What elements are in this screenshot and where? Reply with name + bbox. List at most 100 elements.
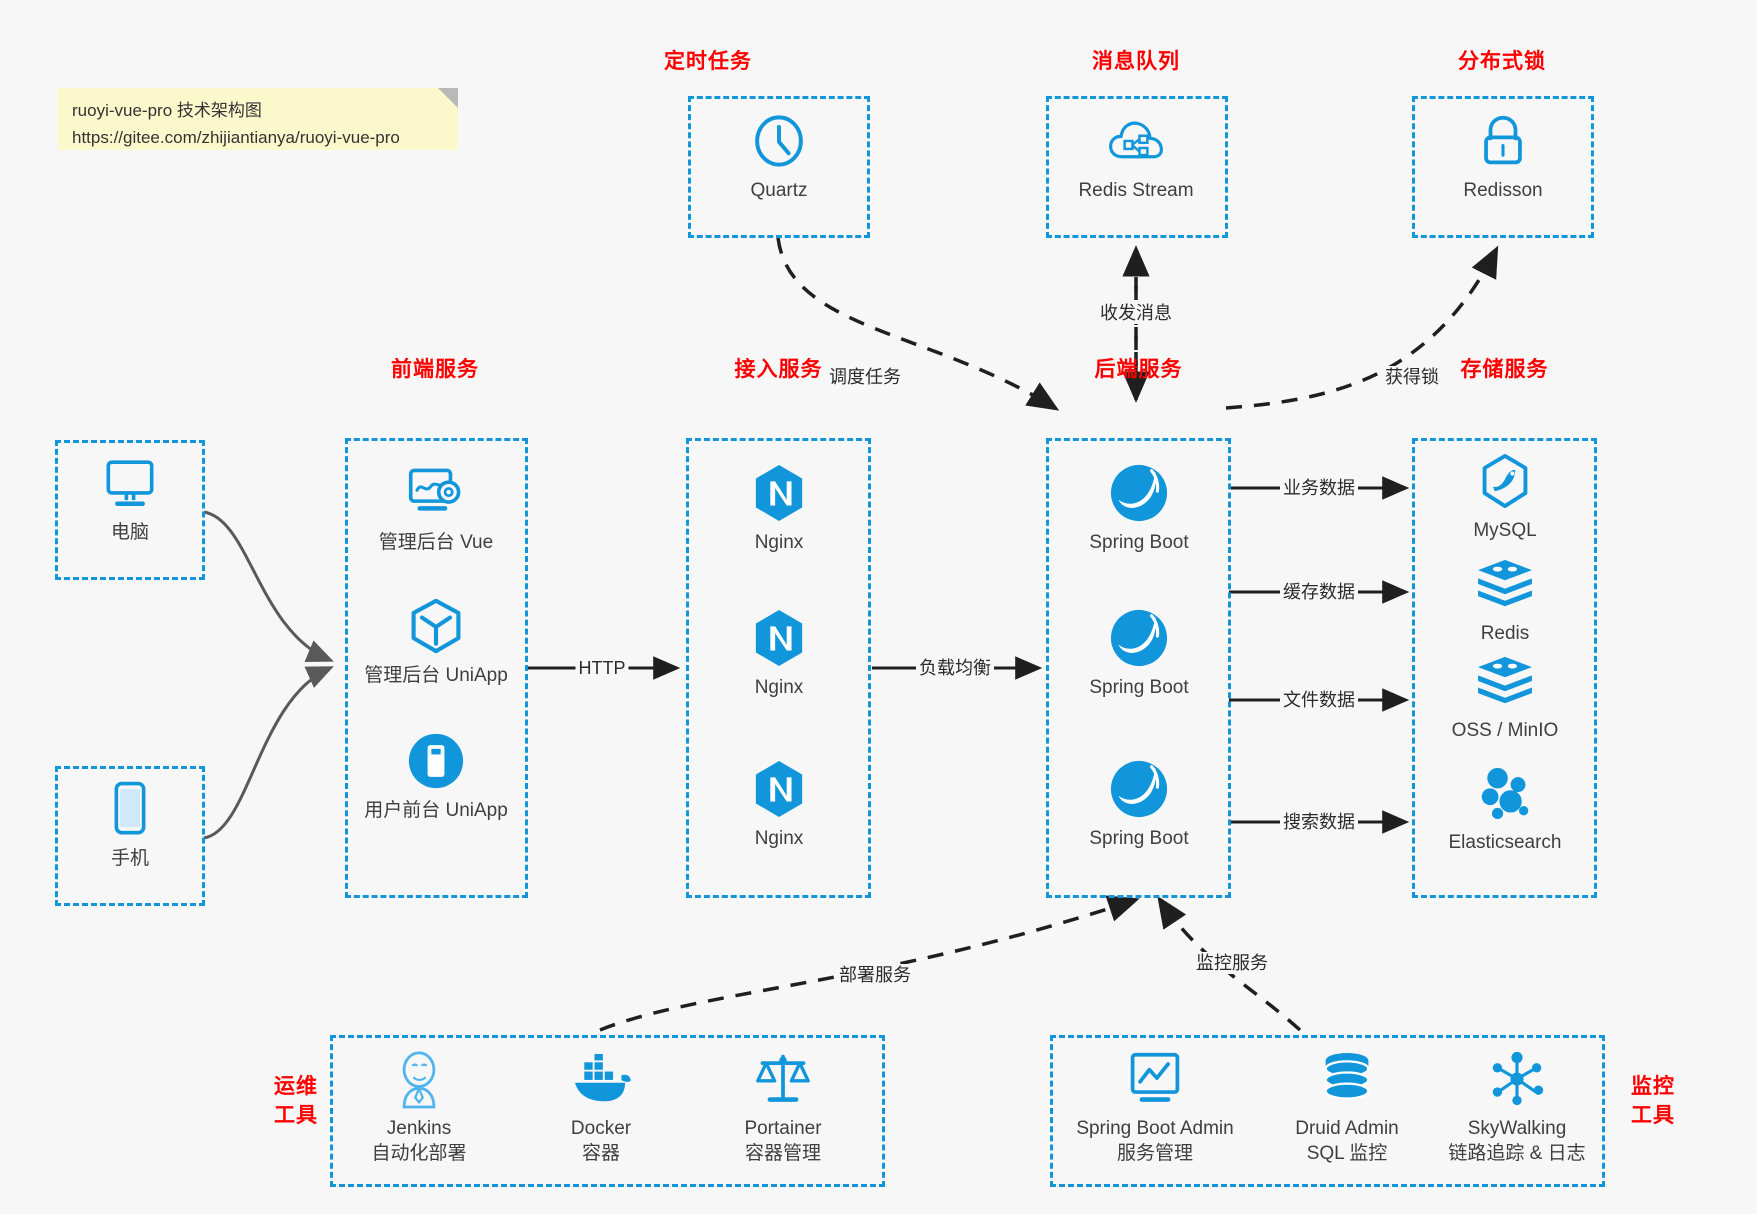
node-label-quartz: Quartz bbox=[750, 180, 808, 201]
redis-icon bbox=[1420, 553, 1590, 615]
node-redisson[interactable]: Redisson bbox=[1418, 110, 1588, 203]
cloud-stream-icon bbox=[1051, 110, 1221, 172]
nginx-icon bbox=[694, 462, 864, 524]
group-title-devops-line1: 运维 bbox=[274, 1075, 318, 1098]
cube-icon bbox=[351, 595, 521, 657]
group-box-monitor bbox=[1050, 1035, 1605, 1187]
node-label-nginx-2: Nginx bbox=[754, 677, 804, 698]
edge-label-business-data: 业务数据 bbox=[1280, 477, 1358, 499]
node-nginx-2[interactable]: Nginx bbox=[694, 607, 864, 700]
node-label-mysql: MySQL bbox=[1473, 520, 1537, 541]
group-box-computer bbox=[55, 440, 205, 580]
group-box-phone bbox=[55, 766, 205, 906]
node-quartz[interactable]: Quartz bbox=[694, 110, 864, 203]
edge-label-file-data: 文件数据 bbox=[1280, 689, 1358, 711]
edge-label-send-receive-msg: 收发消息 bbox=[1097, 302, 1175, 324]
node-label-redis: Redis bbox=[1480, 623, 1530, 644]
edge-label-schedule-task: 调度任务 bbox=[826, 366, 904, 388]
node-sublabel-jenkins: 自动化部署 bbox=[371, 1143, 467, 1164]
edge-label-deploy-service: 部署服务 bbox=[836, 964, 914, 986]
node-admin-uniapp[interactable]: 管理后台 UniApp bbox=[351, 595, 521, 688]
node-label-portainer: Portainer bbox=[744, 1118, 822, 1139]
node-redis[interactable]: Redis bbox=[1420, 553, 1590, 646]
group-title-mq: 消息队列 bbox=[1092, 50, 1180, 73]
note-box: ruoyi-vue-pro 技术架构图 https://gitee.com/zh… bbox=[58, 88, 458, 150]
group-box-storage bbox=[1412, 438, 1597, 898]
note-fold-icon bbox=[438, 88, 458, 108]
node-springboot-3[interactable]: Spring Boot bbox=[1054, 758, 1224, 851]
group-title-scheduler: 定时任务 bbox=[664, 50, 752, 73]
node-nginx-1[interactable]: Nginx bbox=[694, 462, 864, 555]
group-title-devops: 运维 工具 bbox=[258, 1072, 334, 1130]
edge-label-cache-data: 缓存数据 bbox=[1280, 581, 1358, 603]
monitor-chart-icon bbox=[1070, 1048, 1240, 1110]
group-box-lock bbox=[1412, 96, 1594, 238]
node-label-redis-stream: Redis Stream bbox=[1078, 180, 1194, 201]
group-title-monitor: 监控 工具 bbox=[1615, 1072, 1691, 1130]
dashboard-gear-icon bbox=[351, 462, 521, 524]
node-label-jenkins: Jenkins bbox=[386, 1118, 452, 1139]
node-portainer[interactable]: Portainer 容器管理 bbox=[698, 1048, 868, 1166]
group-title-monitor-line1: 监控 bbox=[1631, 1075, 1675, 1098]
edge-phone-to-frontend bbox=[203, 666, 334, 840]
node-phone[interactable]: 手机 bbox=[45, 778, 215, 871]
skywalking-icon bbox=[1432, 1048, 1602, 1110]
node-label-docker: Docker bbox=[570, 1118, 632, 1139]
lock-icon bbox=[1418, 110, 1588, 172]
node-spring-boot-admin[interactable]: Spring Boot Admin 服务管理 bbox=[1070, 1048, 1240, 1166]
group-title-lock: 分布式锁 bbox=[1458, 50, 1546, 73]
node-user-uniapp[interactable]: 用户前台 UniApp bbox=[351, 730, 521, 823]
node-computer[interactable]: 电脑 bbox=[45, 452, 215, 545]
node-sublabel-docker: 容器 bbox=[581, 1143, 620, 1164]
node-elasticsearch[interactable]: Elasticsearch bbox=[1420, 762, 1590, 855]
node-nginx-3[interactable]: Nginx bbox=[694, 758, 864, 851]
group-title-monitor-line2: 工具 bbox=[1631, 1104, 1675, 1127]
database-icon bbox=[1262, 1048, 1432, 1110]
node-sublabel-spring-boot-admin: 服务管理 bbox=[1116, 1143, 1193, 1164]
node-label-springboot-1: Spring Boot bbox=[1089, 532, 1189, 553]
node-skywalking[interactable]: SkyWalking 链路追踪 & 日志 bbox=[1432, 1048, 1602, 1166]
node-label-nginx-1: Nginx bbox=[754, 532, 804, 553]
elasticsearch-icon bbox=[1420, 762, 1590, 824]
node-springboot-1[interactable]: Spring Boot bbox=[1054, 462, 1224, 555]
clock-icon bbox=[694, 110, 864, 172]
edge-label-search-data: 搜索数据 bbox=[1280, 811, 1358, 833]
node-label-admin-uniapp: 管理后台 UniApp bbox=[364, 665, 508, 686]
node-label-user-uniapp: 用户前台 UniApp bbox=[364, 800, 508, 821]
group-title-frontend: 前端服务 bbox=[391, 358, 479, 381]
node-sublabel-skywalking: 链路追踪 & 日志 bbox=[1448, 1143, 1586, 1164]
desktop-icon bbox=[45, 452, 215, 514]
node-jenkins[interactable]: Jenkins 自动化部署 bbox=[334, 1048, 504, 1166]
node-label-computer: 电脑 bbox=[110, 522, 149, 543]
node-mysql[interactable]: MySQL bbox=[1420, 450, 1590, 543]
node-druid-admin[interactable]: Druid Admin SQL 监控 bbox=[1262, 1048, 1432, 1166]
node-redis-stream[interactable]: Redis Stream bbox=[1051, 110, 1221, 203]
node-sublabel-portainer: 容器管理 bbox=[744, 1143, 821, 1164]
spring-icon bbox=[1054, 758, 1224, 820]
spring-icon bbox=[1054, 462, 1224, 524]
mobile-icon bbox=[45, 778, 215, 840]
node-label-admin-vue: 管理后台 Vue bbox=[378, 532, 494, 553]
edge-label-monitor-service: 监控服务 bbox=[1193, 952, 1271, 974]
node-springboot-2[interactable]: Spring Boot bbox=[1054, 607, 1224, 700]
node-admin-vue[interactable]: 管理后台 Vue bbox=[351, 462, 521, 555]
group-title-storage: 存储服务 bbox=[1460, 358, 1549, 381]
group-box-devops bbox=[330, 1035, 885, 1187]
edge-label-http: HTTP bbox=[575, 657, 629, 679]
spring-icon bbox=[1054, 607, 1224, 669]
node-label-skywalking: SkyWalking bbox=[1467, 1118, 1567, 1139]
node-oss[interactable]: OSS / MinIO bbox=[1420, 650, 1590, 743]
group-title-devops-line2: 工具 bbox=[274, 1104, 318, 1127]
node-label-oss: OSS / MinIO bbox=[1451, 720, 1559, 741]
group-box-scheduler bbox=[688, 96, 870, 238]
note-line-1: ruoyi-vue-pro 技术架构图 bbox=[72, 101, 262, 120]
node-label-springboot-2: Spring Boot bbox=[1089, 677, 1189, 698]
node-label-phone: 手机 bbox=[110, 848, 149, 869]
jenkins-icon bbox=[334, 1048, 504, 1110]
group-box-backend bbox=[1046, 438, 1231, 898]
group-title-backend: 后端服务 bbox=[1094, 358, 1183, 381]
node-label-redisson: Redisson bbox=[1463, 180, 1543, 201]
node-docker[interactable]: Docker 容器 bbox=[516, 1048, 686, 1166]
node-label-druid-admin: Druid Admin bbox=[1295, 1118, 1399, 1139]
